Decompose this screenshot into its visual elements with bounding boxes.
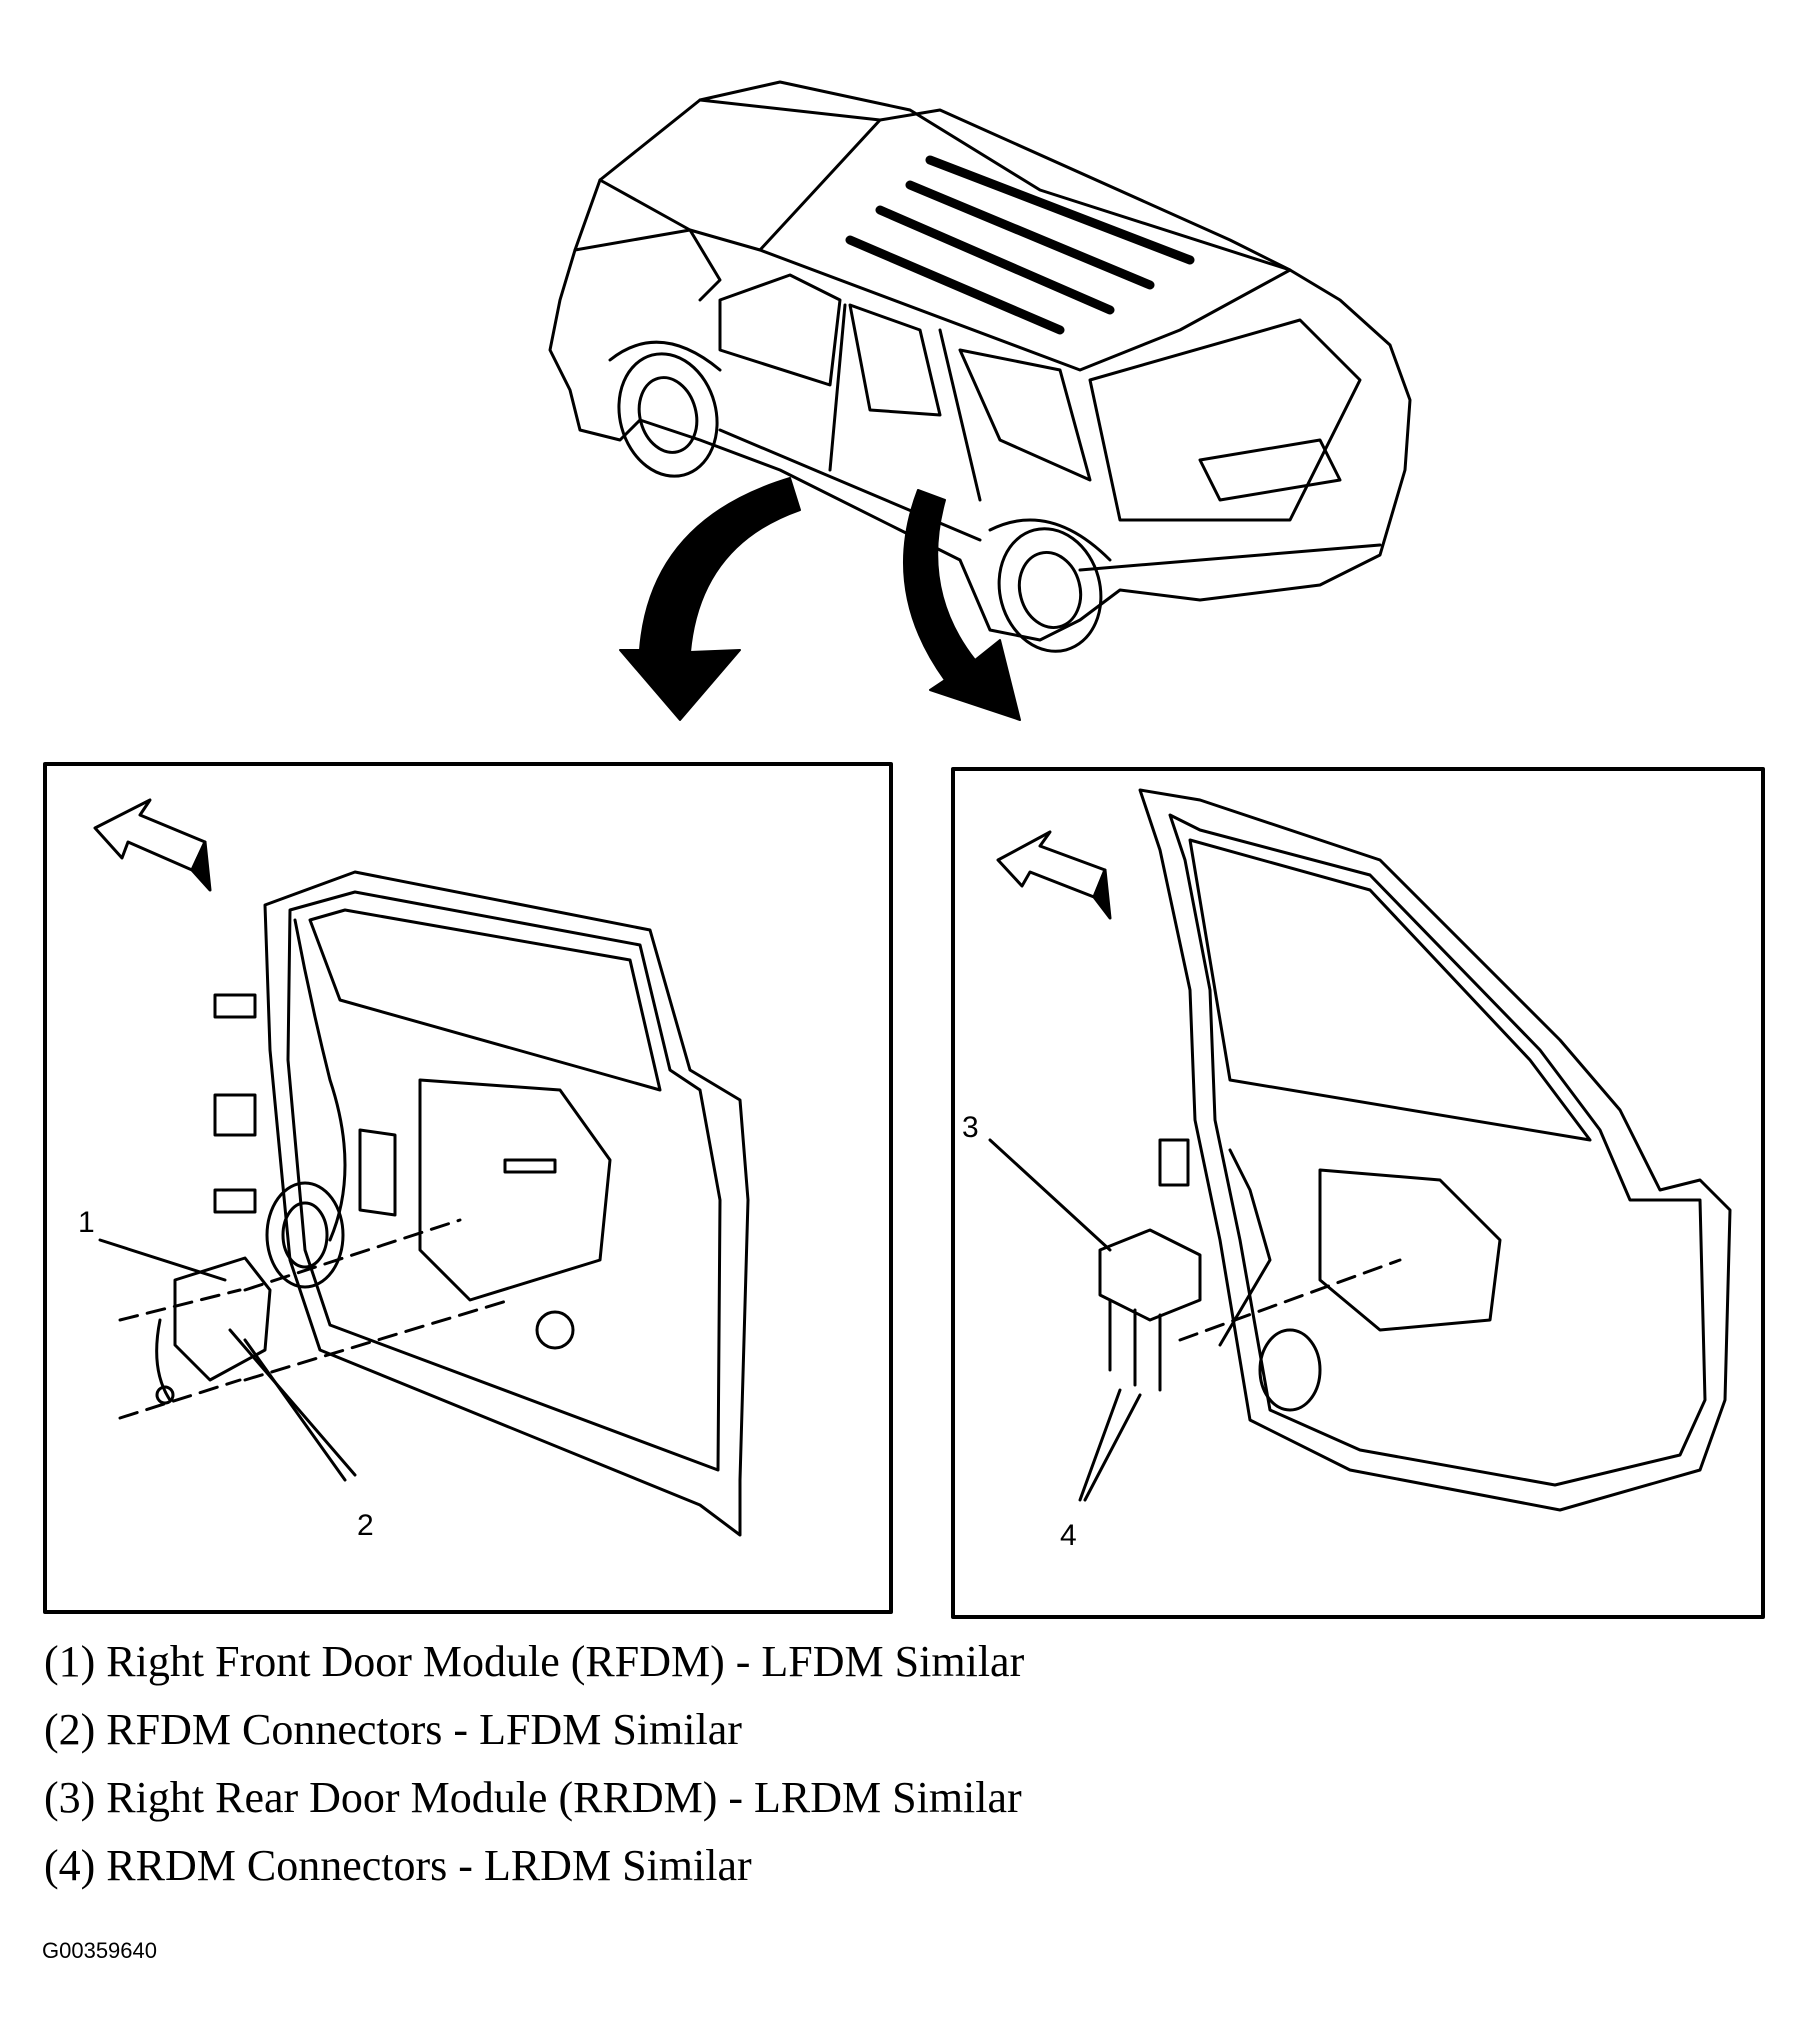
rear-door-panel-frame [951, 767, 1765, 1619]
legend: (1) Right Front Door Module (RFDM) - LFD… [44, 1628, 1744, 1900]
front-door-illustration [98, 870, 750, 1537]
callout-4: 4 [1060, 1519, 1077, 1552]
legend-item-1: (1) Right Front Door Module (RFDM) - LFD… [44, 1637, 1025, 1686]
view-pointer-arrow-icon [619, 477, 1021, 721]
rear-door-illustration [988, 788, 1732, 1512]
callout-3: 3 [962, 1111, 979, 1144]
forward-direction-arrow-icon [996, 830, 1112, 920]
legend-item-4: (4) RRDM Connectors - LRDM Similar [44, 1841, 752, 1890]
legend-item-2: (2) RFDM Connectors - LFDM Similar [44, 1705, 742, 1754]
callout-2: 2 [357, 1509, 374, 1542]
front-door-panel-frame [43, 762, 893, 1614]
figure-reference-code: G00359640 [42, 1938, 157, 1963]
callout-1: 1 [78, 1206, 95, 1239]
forward-direction-arrow-icon [93, 798, 212, 892]
legend-item-3: (3) Right Rear Door Module (RRDM) - LRDM… [44, 1773, 1022, 1822]
vehicle-illustration [548, 80, 1412, 653]
